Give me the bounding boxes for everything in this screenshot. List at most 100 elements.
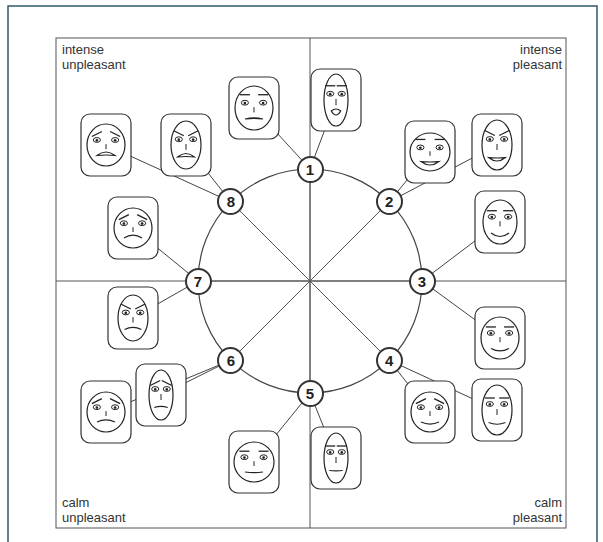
face-nose: [133, 317, 134, 323]
face-icon: [311, 427, 361, 489]
face-nose: [500, 337, 501, 342]
face-mouth: [491, 349, 509, 351]
face-pupil: [262, 456, 265, 459]
face-box: [472, 114, 522, 176]
face-mouth: [97, 152, 115, 156]
face-eye: [436, 405, 443, 410]
face-pupil: [114, 406, 117, 409]
face-brow: [487, 210, 497, 211]
face-outline: [410, 133, 450, 171]
face-outline: [483, 200, 517, 244]
face-outline: [482, 120, 512, 170]
face-mouth: [491, 233, 509, 237]
face-eye: [93, 405, 100, 410]
callout-number: 6: [227, 353, 235, 368]
callout-number: 7: [194, 274, 202, 289]
face-eye: [139, 221, 146, 226]
face-pupil: [489, 403, 492, 406]
quadrant-divider: [310, 38, 311, 528]
face-eye: [327, 91, 334, 96]
outer-frame: [8, 6, 597, 542]
face-eye: [505, 214, 512, 219]
face-outline: [481, 317, 519, 359]
face-nose: [186, 144, 187, 150]
face-brow: [337, 445, 347, 446]
face-eye: [501, 402, 508, 407]
face-icon: [108, 287, 158, 349]
face-brow: [258, 94, 268, 95]
face-eye: [241, 455, 248, 460]
callout-number: 4: [385, 353, 393, 368]
face-icon: [229, 431, 279, 493]
face-pupil: [503, 403, 506, 406]
face-brow: [188, 131, 198, 136]
face-pupil: [503, 138, 506, 141]
face-nose: [497, 409, 498, 415]
face-brow: [259, 451, 269, 452]
face-brow: [239, 451, 249, 452]
face-pupil: [438, 406, 441, 409]
face-eye: [327, 450, 334, 455]
face-brow: [485, 397, 495, 398]
face-eye: [487, 331, 494, 336]
face-nose: [254, 107, 255, 112]
face-mouth: [421, 162, 439, 166]
face-pupil: [329, 93, 332, 96]
wheel-spoke: [231, 202, 389, 360]
face-eye: [93, 138, 100, 143]
face-brow: [240, 94, 250, 95]
face-box: [311, 427, 361, 489]
quadrant-label: intense unpleasant: [62, 42, 134, 72]
face-pupil: [438, 147, 441, 150]
face-brow: [499, 397, 509, 398]
face-brow: [499, 131, 509, 136]
wheel-spokes: [198, 169, 422, 393]
face-pupil: [96, 139, 99, 142]
number-circle: 7: [185, 268, 212, 295]
face-nose: [430, 151, 431, 156]
face-eye: [501, 137, 508, 142]
face-pupil: [125, 312, 128, 315]
face-nose: [500, 221, 501, 226]
face-icon: [81, 114, 131, 176]
face-box: [475, 191, 525, 253]
face-pupil: [419, 147, 422, 150]
face-icon: [311, 69, 361, 131]
face-brow: [416, 399, 426, 404]
face-outline: [149, 370, 173, 420]
face-outline: [234, 442, 274, 482]
face-brow: [434, 399, 444, 404]
face-brow: [92, 131, 102, 136]
face-mouth: [124, 235, 142, 238]
face-pupil: [489, 138, 492, 141]
face-icon: [475, 307, 525, 369]
face-mouth: [421, 422, 439, 424]
face-pupil: [244, 102, 247, 105]
face-mouth: [245, 471, 263, 473]
callout-number: 2: [385, 194, 393, 209]
callout-number: 1: [306, 162, 314, 177]
number-circle: 5: [297, 380, 324, 407]
number-circle: 8: [217, 188, 244, 215]
face-pupil: [243, 456, 246, 459]
quadrant-frame: [56, 38, 566, 528]
face-pupil: [139, 312, 142, 315]
face-outline: [87, 124, 125, 166]
number-circle: 2: [376, 188, 403, 215]
face-eye: [112, 138, 119, 143]
face-brow: [119, 215, 129, 220]
face-brow: [162, 381, 172, 386]
face-mouth: [245, 118, 263, 119]
face-eye: [190, 137, 197, 142]
face-eye: [122, 310, 129, 315]
face-pupil: [491, 216, 494, 219]
face-mouth: [125, 327, 142, 329]
face-brow: [337, 85, 347, 86]
face-nose: [133, 227, 134, 232]
face-brow: [174, 131, 184, 136]
face-icon: [161, 114, 211, 176]
face-eye: [260, 100, 267, 105]
face-mouth: [178, 154, 195, 158]
